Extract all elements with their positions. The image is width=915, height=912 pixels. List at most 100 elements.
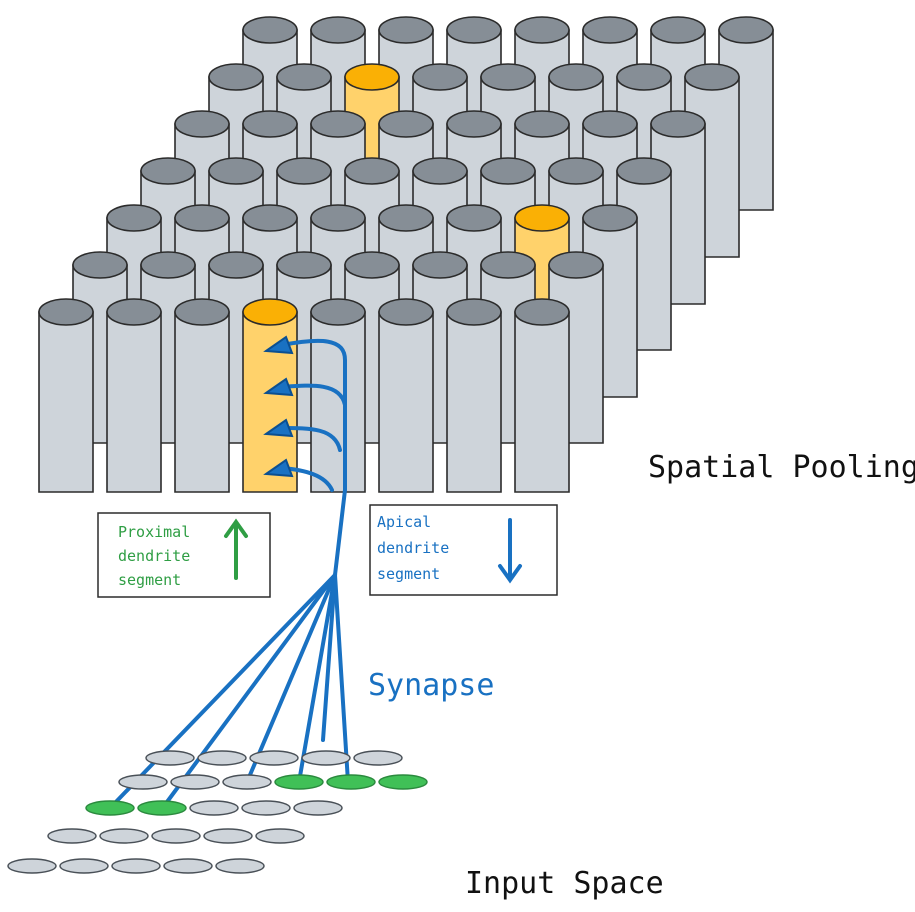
cylinder-icon bbox=[208, 251, 264, 279]
cylinder-icon bbox=[208, 63, 264, 91]
cylinder-icon bbox=[446, 110, 502, 138]
column-grid bbox=[38, 16, 774, 493]
column bbox=[174, 298, 230, 493]
dendrite-wire bbox=[297, 573, 337, 784]
active-input-cell bbox=[326, 774, 376, 790]
dendrite-wire bbox=[280, 338, 347, 577]
proximal-label-line-2: dendrite bbox=[118, 547, 190, 565]
proximal-label-line-3: segment bbox=[118, 571, 181, 589]
cylinder-icon bbox=[412, 157, 468, 185]
cylinder-icon bbox=[106, 298, 162, 326]
input-cell bbox=[215, 858, 265, 874]
cylinder-icon bbox=[106, 204, 162, 232]
column bbox=[310, 298, 366, 493]
cylinder-icon bbox=[514, 110, 570, 138]
dendrite-wires bbox=[110, 335, 350, 808]
column bbox=[378, 298, 434, 493]
cylinder-icon bbox=[480, 63, 536, 91]
input-cell bbox=[99, 828, 149, 844]
cylinder-icon bbox=[242, 204, 298, 232]
active-input-cell bbox=[378, 774, 428, 790]
cylinder-icon bbox=[446, 204, 502, 232]
apical-dendrite-box: Apical dendrite segment bbox=[369, 504, 558, 596]
active-input-cell bbox=[85, 800, 135, 816]
cylinder-icon bbox=[344, 63, 400, 91]
input-cell bbox=[222, 774, 272, 790]
cylinder-icon bbox=[582, 110, 638, 138]
arrow-up-icon bbox=[224, 518, 248, 580]
dendrite-wire bbox=[280, 383, 347, 407]
dendrite-wire bbox=[162, 573, 337, 808]
cylinder-icon bbox=[378, 110, 434, 138]
cylinder-icon bbox=[378, 204, 434, 232]
cylinder-icon bbox=[378, 16, 434, 44]
cylinder-icon bbox=[310, 110, 366, 138]
cylinder-icon bbox=[548, 251, 604, 279]
cylinder-icon bbox=[242, 110, 298, 138]
cylinder-icon bbox=[582, 16, 638, 44]
proximal-label-line-1: Proximal bbox=[118, 523, 190, 541]
spatial-pooling-label: Spatial Pooling bbox=[648, 450, 915, 485]
cylinder-icon bbox=[72, 251, 128, 279]
cylinder-icon bbox=[412, 251, 468, 279]
input-cell bbox=[255, 828, 305, 844]
column-body bbox=[446, 311, 502, 493]
input-cell bbox=[353, 750, 403, 766]
dendrite-wire bbox=[333, 573, 350, 784]
dendrite-wire bbox=[110, 573, 337, 808]
cylinder-icon bbox=[140, 251, 196, 279]
input-cell bbox=[163, 858, 213, 874]
input-cell bbox=[145, 750, 195, 766]
input-cell bbox=[47, 828, 97, 844]
column bbox=[38, 298, 94, 493]
cylinder-icon bbox=[650, 16, 706, 44]
input-space-grid bbox=[7, 750, 428, 874]
input-cell bbox=[170, 774, 220, 790]
column-body bbox=[514, 311, 570, 493]
cylinder-icon bbox=[344, 157, 400, 185]
cylinder-icon bbox=[174, 298, 230, 326]
input-cell bbox=[293, 800, 343, 816]
column bbox=[514, 298, 570, 493]
cylinder-icon bbox=[378, 298, 434, 326]
cylinder-icon bbox=[310, 16, 366, 44]
cylinder-icon bbox=[242, 298, 298, 326]
cylinder-icon bbox=[616, 157, 672, 185]
cylinder-icon bbox=[310, 204, 366, 232]
triangle-icon bbox=[263, 458, 294, 478]
cylinder-icon bbox=[480, 251, 536, 279]
cylinder-icon bbox=[616, 63, 672, 91]
cylinder-icon bbox=[38, 298, 94, 326]
cylinder-icon bbox=[344, 251, 400, 279]
input-cell bbox=[197, 750, 247, 766]
apical-label-line-3: segment bbox=[377, 565, 440, 583]
cylinder-icon bbox=[650, 110, 706, 138]
input-cell bbox=[7, 858, 57, 874]
dendrite-wire bbox=[321, 573, 337, 742]
proximal-dendrite-box: Proximal dendrite segment bbox=[97, 512, 271, 598]
input-cell bbox=[301, 750, 351, 766]
input-cell bbox=[111, 858, 161, 874]
cylinder-icon bbox=[276, 251, 332, 279]
cylinder-icon bbox=[276, 63, 332, 91]
column-body bbox=[106, 311, 162, 493]
column-body bbox=[378, 311, 434, 493]
active-column bbox=[242, 298, 298, 493]
cylinder-icon bbox=[174, 110, 230, 138]
synapse-label: Synapse bbox=[368, 668, 494, 703]
input-cell bbox=[249, 750, 299, 766]
active-input-cell bbox=[274, 774, 324, 790]
cylinder-icon bbox=[242, 16, 298, 44]
cylinder-icon bbox=[412, 63, 468, 91]
cylinder-icon bbox=[548, 63, 604, 91]
cylinder-icon bbox=[140, 157, 196, 185]
cylinder-icon bbox=[276, 157, 332, 185]
input-cell bbox=[241, 800, 291, 816]
cylinder-icon bbox=[310, 298, 366, 326]
column bbox=[106, 298, 162, 493]
triangle-icon bbox=[263, 335, 294, 355]
cylinder-icon bbox=[514, 204, 570, 232]
cylinder-icon bbox=[480, 157, 536, 185]
cylinder-icon bbox=[582, 204, 638, 232]
